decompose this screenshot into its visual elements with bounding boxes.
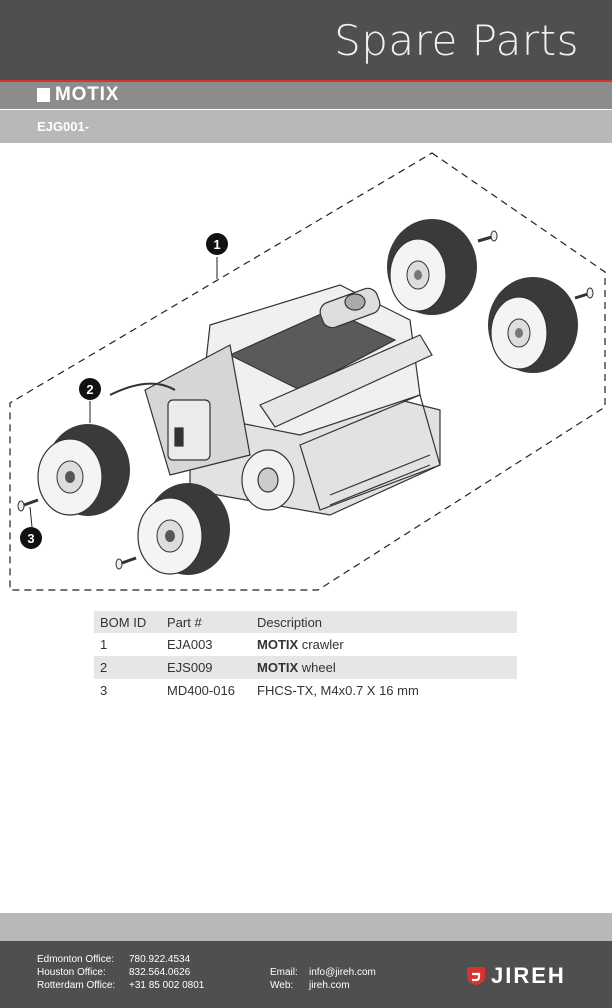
part-number: MD400-016 — [167, 683, 235, 698]
svg-text:1: 1 — [213, 237, 220, 252]
bom-id: 3 — [100, 683, 108, 698]
office-name: Rotterdam Office: — [37, 980, 116, 991]
screw-top-right-icon — [477, 230, 498, 243]
page-footer: Edmonton Office: 780.922.4534 Houston Off… — [0, 941, 612, 1008]
callout-3: 3 — [20, 527, 42, 549]
svg-text:2: 2 — [86, 382, 93, 397]
part-brand: MOTIX — [257, 637, 299, 652]
web-label: Web: — [270, 980, 294, 991]
wheel-front-left-icon — [37, 424, 130, 516]
office-phone: +31 85 002 0801 — [129, 980, 205, 991]
bom-header-id: BOM ID — [94, 611, 161, 633]
crawler-body-icon — [109, 284, 441, 516]
web-link[interactable]: jireh.com — [309, 980, 350, 991]
table-row: 1 EJA003 MOTIX crawler — [94, 633, 517, 656]
bom-header-row: BOM ID Part # Description — [94, 611, 517, 633]
part-description-text: crawler — [298, 637, 344, 652]
bom-header-part: Part # — [161, 611, 251, 633]
page-title: Spare Parts — [334, 16, 579, 65]
callout-1: 1 — [206, 233, 228, 255]
header-accent-line — [0, 80, 612, 82]
part-description-text: FHCS-TX, M4x0.7 X 16 mm — [257, 683, 419, 698]
model-band: EJG001- — [0, 110, 612, 143]
table-row: 2 EJS009 MOTIX wheel — [94, 656, 517, 679]
bom-id: 2 — [94, 656, 161, 679]
jireh-shield-icon — [467, 967, 485, 985]
screw-right-icon — [574, 287, 594, 300]
bom-id: 1 — [100, 637, 108, 652]
wheel-rear-top-icon — [387, 219, 477, 315]
office-name: Edmonton Office: — [37, 954, 115, 965]
bom-table: BOM ID Part # Description 1 EJA003 MOTIX… — [94, 611, 517, 702]
part-description: MOTIX wheel — [251, 656, 517, 679]
part-description-text: wheel — [298, 660, 336, 675]
contact-email: Email: info@jireh.com — [270, 967, 376, 978]
jireh-logo-text: JIREH — [491, 963, 566, 988]
brand-band: MOTIX — [0, 82, 612, 109]
wheel-front-right-icon — [137, 483, 230, 575]
part-number: EJS009 — [161, 656, 251, 679]
office-houston: Houston Office: 832.564.0626 — [37, 967, 190, 978]
callout-2: 2 — [79, 378, 101, 400]
part-description: MOTIX crawler — [251, 633, 517, 656]
screw-front-right-icon — [115, 556, 137, 570]
email-label: Email: — [270, 967, 298, 978]
email-link[interactable]: info@jireh.com — [309, 967, 376, 978]
exploded-view-drawing: 1 2 3 — [9, 152, 606, 591]
office-edmonton: Edmonton Office: 780.922.4534 — [37, 954, 190, 965]
footer-band — [0, 913, 612, 941]
part-number: EJA003 — [167, 637, 213, 652]
bom-header-description: Description — [251, 611, 517, 633]
screw-front-left-icon — [17, 498, 39, 512]
part-description: FHCS-TX, M4x0.7 X 16 mm — [251, 679, 517, 702]
table-row: 3 MD400-016 FHCS-TX, M4x0.7 X 16 mm — [94, 679, 517, 702]
model-code: EJG001- — [37, 119, 90, 134]
office-rotterdam: Rotterdam Office: +31 85 002 0801 — [37, 980, 204, 991]
office-name: Houston Office: — [37, 967, 106, 978]
assembly-outline — [9, 152, 606, 591]
page-header: Spare Parts — [0, 0, 612, 80]
part-brand: MOTIX — [257, 660, 299, 675]
svg-text:3: 3 — [27, 531, 34, 546]
contact-web: Web: jireh.com — [270, 980, 350, 991]
office-phone: 832.564.0626 — [129, 967, 191, 978]
brand-name: MOTIX — [55, 84, 120, 105]
office-phone: 780.922.4534 — [129, 954, 191, 965]
wheel-rear-right-icon — [488, 277, 578, 373]
brand-logo-square-icon — [37, 88, 50, 102]
